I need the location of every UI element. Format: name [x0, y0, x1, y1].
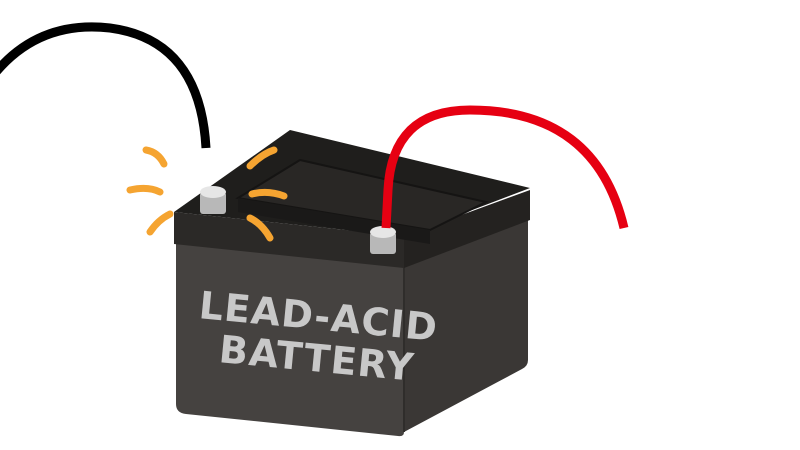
battery-lid-ridge [235, 158, 489, 232]
spark-line-4 [246, 146, 278, 170]
battery-body-front [176, 240, 404, 437]
spark-lines [126, 146, 288, 242]
battery-body-side [404, 214, 528, 432]
battery-lid-front [174, 212, 404, 268]
spark-line-1 [142, 146, 168, 168]
spark-line-3 [146, 210, 174, 236]
spark-line-6 [246, 214, 274, 242]
spark-line-5 [248, 188, 288, 200]
battery-lid-side [404, 190, 530, 268]
negative-cable [0, 22, 211, 149]
negative-terminal [200, 186, 226, 214]
positive-cable [381, 105, 629, 230]
spark-line-2 [126, 184, 164, 196]
positive-terminal [370, 226, 396, 254]
